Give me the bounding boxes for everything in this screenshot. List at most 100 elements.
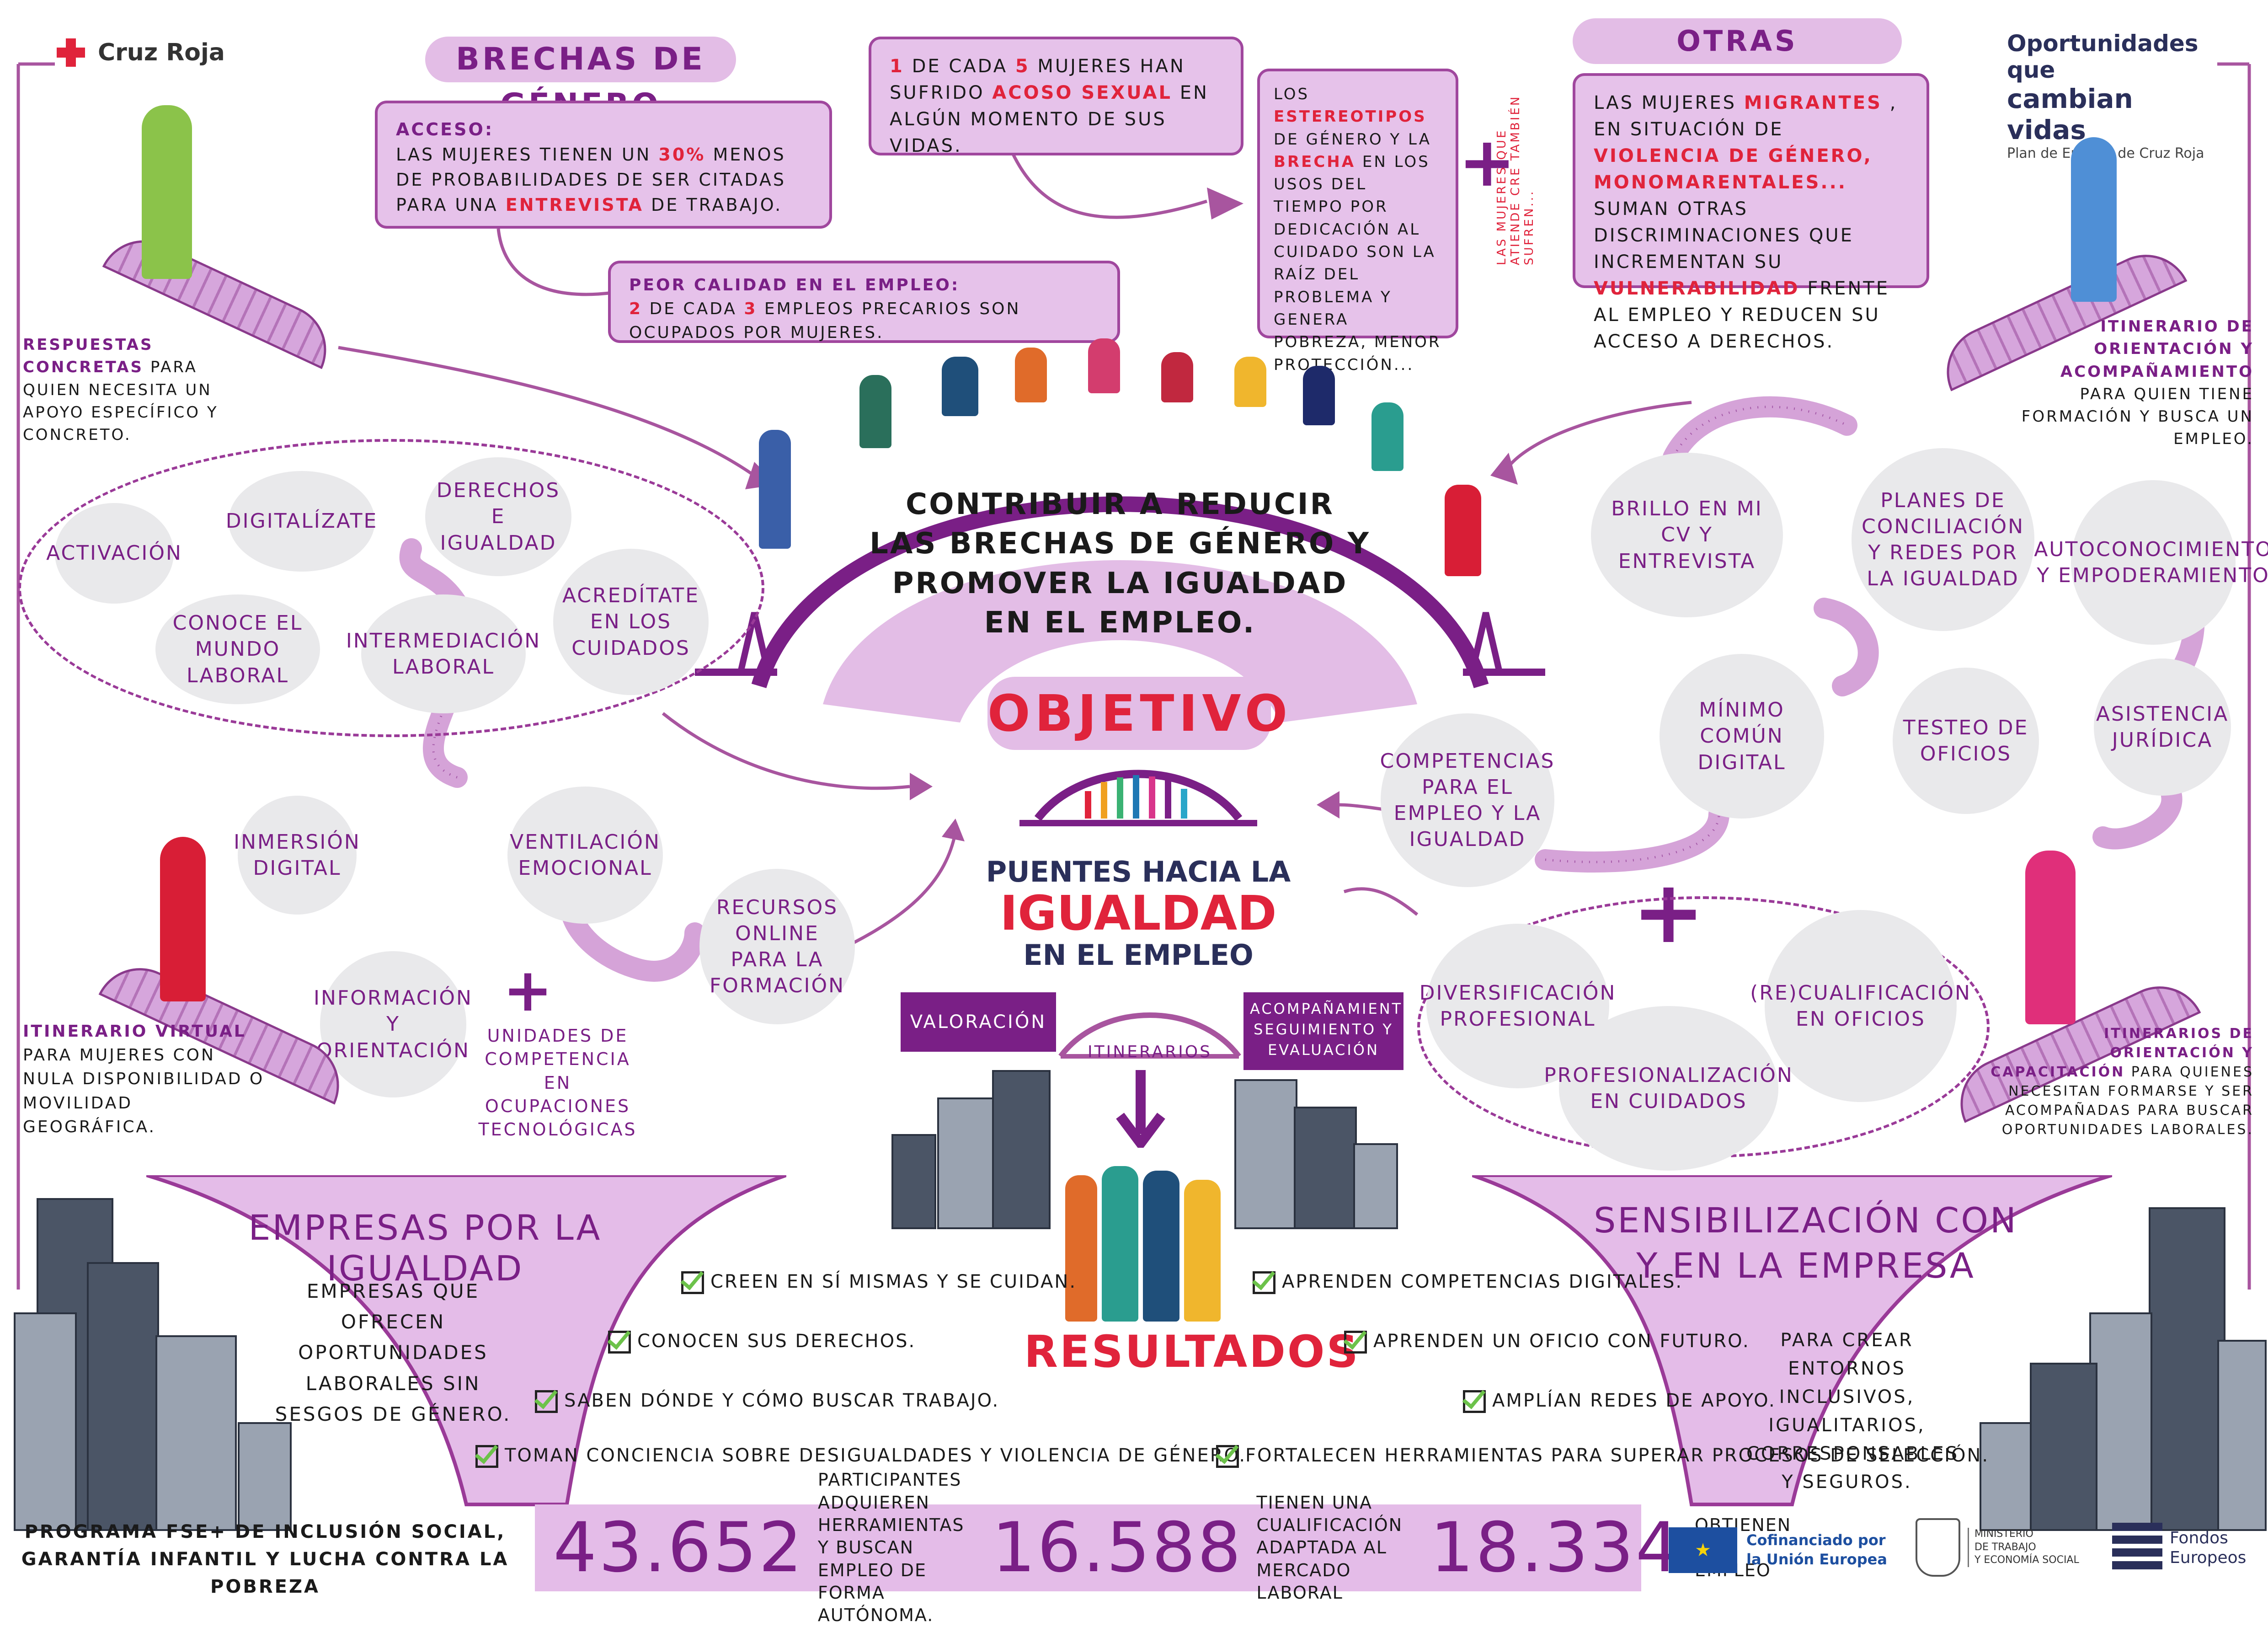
brechas-title: Brechas de género [425, 37, 736, 123]
result-left-3: Saben dónde y cómo buscar trabajo. [535, 1390, 999, 1413]
woman-figure [859, 375, 891, 448]
peor-calidad-box: Peor calidad en el empleo: 2 de cada 3 e… [608, 261, 1120, 343]
itin-virtual-title: Itinerario virtual [23, 1022, 246, 1041]
center-building [1353, 1143, 1398, 1229]
otras-side-note: Las mujeres que atiende CRE también sufr… [1495, 95, 1536, 265]
cloud-brillo: Brillo en mi CV y entrevista [1591, 453, 1783, 617]
cloud-intermediacion: Intermediación laboral [346, 594, 539, 713]
ministerio-line2: DE TRABAJO [1974, 1541, 2036, 1553]
center-building [937, 1097, 996, 1229]
stat2-number: 16.588 [992, 1508, 1243, 1588]
estereo-d: brecha [1274, 152, 1356, 171]
result-right-3: Amplían redes de apoyo. [1463, 1390, 1776, 1413]
otras-title: Otras desigualdades [1573, 18, 1902, 103]
sensibilizacion-title: Sensibilización con y en la empresa [1594, 1200, 2018, 1286]
cloud-activacion: Activación [46, 503, 181, 604]
cloud-recualificacion: (Re)cualificación en oficios [1750, 910, 1970, 1102]
itin-capac-title: Itinerarios de orientación y capacitació… [1991, 1026, 2254, 1080]
itin-capac-desc: para quienes necesitan formarse y ser ac… [2001, 1064, 2254, 1138]
brand-line1: Oportunidades que [2007, 30, 2199, 83]
cloud-competencias: Competencias para el empleo y la igualda… [1380, 713, 1554, 887]
acoso-text-d: en algún momento de sus vidas. [890, 82, 1209, 156]
left-building [155, 1335, 237, 1531]
check-icon [535, 1390, 558, 1413]
cloud-testeo: Testeo de oficios [1893, 668, 2039, 814]
plus-sign-top: + [1458, 123, 1516, 202]
result-right-1: Aprenden competencias digitales. [1253, 1271, 1683, 1294]
peor-n2: 3 [744, 300, 758, 319]
peor-text-b: empleos precarios son ocupados por mujer… [629, 300, 1021, 343]
estereotipos-box: Los estereotipos de género y la brecha e… [1257, 69, 1458, 374]
itin-virtual-desc: para mujeres con nula disponibilidad o m… [23, 1046, 265, 1136]
peor-text-a: de cada [649, 300, 737, 319]
respuestas-desc: para quien necesita un apoyo específico … [23, 358, 219, 444]
check-icon [1344, 1331, 1367, 1354]
peor-title: Peor calidad en el empleo: [629, 276, 960, 294]
acoso-box: 1 de cada 5 mujeres han sufrido acoso se… [869, 37, 1243, 156]
left-building [87, 1262, 159, 1531]
brand-block: Oportunidades que cambian vidas Plan de … [2007, 30, 2213, 161]
empresas-title: Empresas por la igualdad [248, 1207, 602, 1289]
programa-text: Programa FSE+ de inclusión social, garan… [21, 1521, 509, 1597]
itinerario-virtual-text: Itinerario virtual para mujeres con nula… [23, 1020, 270, 1139]
logo-line3: EN EL EMPLEO [1023, 938, 1254, 972]
cloud-asistencia: Asistencia jurídica [2094, 658, 2231, 796]
stat1-number: 43.652 [553, 1508, 804, 1588]
stat3-number: 18.334 [1430, 1508, 1681, 1588]
itin-orient-desc: para quien tiene formación y busca un em… [2021, 385, 2254, 449]
unidades-label: Unidades de competencia en ocupaciones t… [478, 1026, 637, 1140]
cloud-planes: Planes de conciliación y redes por la ig… [1852, 448, 2034, 631]
woman-figure [1088, 338, 1120, 393]
women-group-on-arch [759, 338, 1513, 576]
walking-woman-figure [2025, 851, 2076, 1024]
result-text: Creen en sí mismas y se cuidan. [710, 1271, 1077, 1292]
objetivo-label: Objetivo [987, 677, 1287, 750]
cloud-derechos: Derechos e igualdad [425, 457, 571, 576]
result-left-1: Creen en sí mismas y se cuidan. [681, 1271, 1077, 1294]
stats-bar: 43.652 Participantes adquieren herramien… [535, 1470, 1790, 1625]
center-building [891, 1134, 936, 1229]
acceso-pct: 30% [658, 145, 706, 165]
sensibilizacion-funnel [1472, 1175, 2112, 1506]
itin-orient-title: Itinerario de orientación y acompañamien… [2060, 317, 2254, 381]
result-text: Fortalecen herramientas para superar pro… [1245, 1445, 1990, 1466]
center-building [1234, 1079, 1297, 1229]
result-text: Aprenden un oficio con futuro. [1373, 1331, 1750, 1352]
result-text: Saben dónde y cómo buscar trabajo. [564, 1390, 1000, 1411]
acceso-text-b: menos de probabilidades de ser citadas p… [396, 145, 786, 215]
cloud-informacion: Información y orientación [314, 951, 471, 1097]
central-arch [695, 496, 1545, 723]
result-text: Aprenden competencias digitales. [1282, 1271, 1683, 1292]
left-building [14, 1312, 77, 1531]
acoso-text-a: de cada [912, 56, 1008, 77]
result-right-4: Fortalecen herramientas para superar pro… [1216, 1445, 1989, 1468]
itinerarios-bridge [1058, 1012, 1241, 1059]
itinerario-orientacion-text: Itinerario de orientación y acompañamien… [2007, 316, 2254, 451]
result-text: Amplían redes de apoyo. [1492, 1390, 1776, 1411]
acceso-text-d: de trabajo. [651, 195, 783, 215]
fondos-icon [2112, 1523, 2162, 1573]
woman-figure [759, 430, 791, 549]
check-icon [1253, 1271, 1275, 1294]
result-text: Conocen sus derechos. [637, 1331, 916, 1352]
left-building [238, 1422, 292, 1531]
estereo-b: estereotipos [1274, 107, 1427, 126]
cloud-diversificacion: Diversificación profesional [1420, 924, 1615, 1088]
result-left-2: Conocen sus derechos. [608, 1331, 916, 1354]
sensibilizacion-text: Para crear entornos inclusivos, igualita… [1746, 1330, 1959, 1493]
otras-d: violencia de género, monomarentales... [1594, 145, 1873, 193]
woman-figure [1303, 366, 1335, 425]
check-icon [1216, 1445, 1239, 1468]
otras-f: vulnerabilidad [1594, 278, 1800, 299]
otras-c: , en situación de [1594, 92, 1898, 140]
acceso-title: Acceso: [396, 119, 494, 139]
otras-box: Las mujeres migrantes , en situación de … [1573, 73, 1929, 352]
check-icon [1463, 1390, 1486, 1413]
acoso-n1: 1 [890, 56, 904, 77]
woman-figure [1065, 1175, 1097, 1322]
itinerarios-label: Itinerarios [1088, 1043, 1212, 1061]
cruz-roja-label: Cruz Roja [98, 39, 225, 66]
woman-figure [1143, 1171, 1179, 1322]
eu-line1: Cofinanciado por [1746, 1531, 1886, 1549]
